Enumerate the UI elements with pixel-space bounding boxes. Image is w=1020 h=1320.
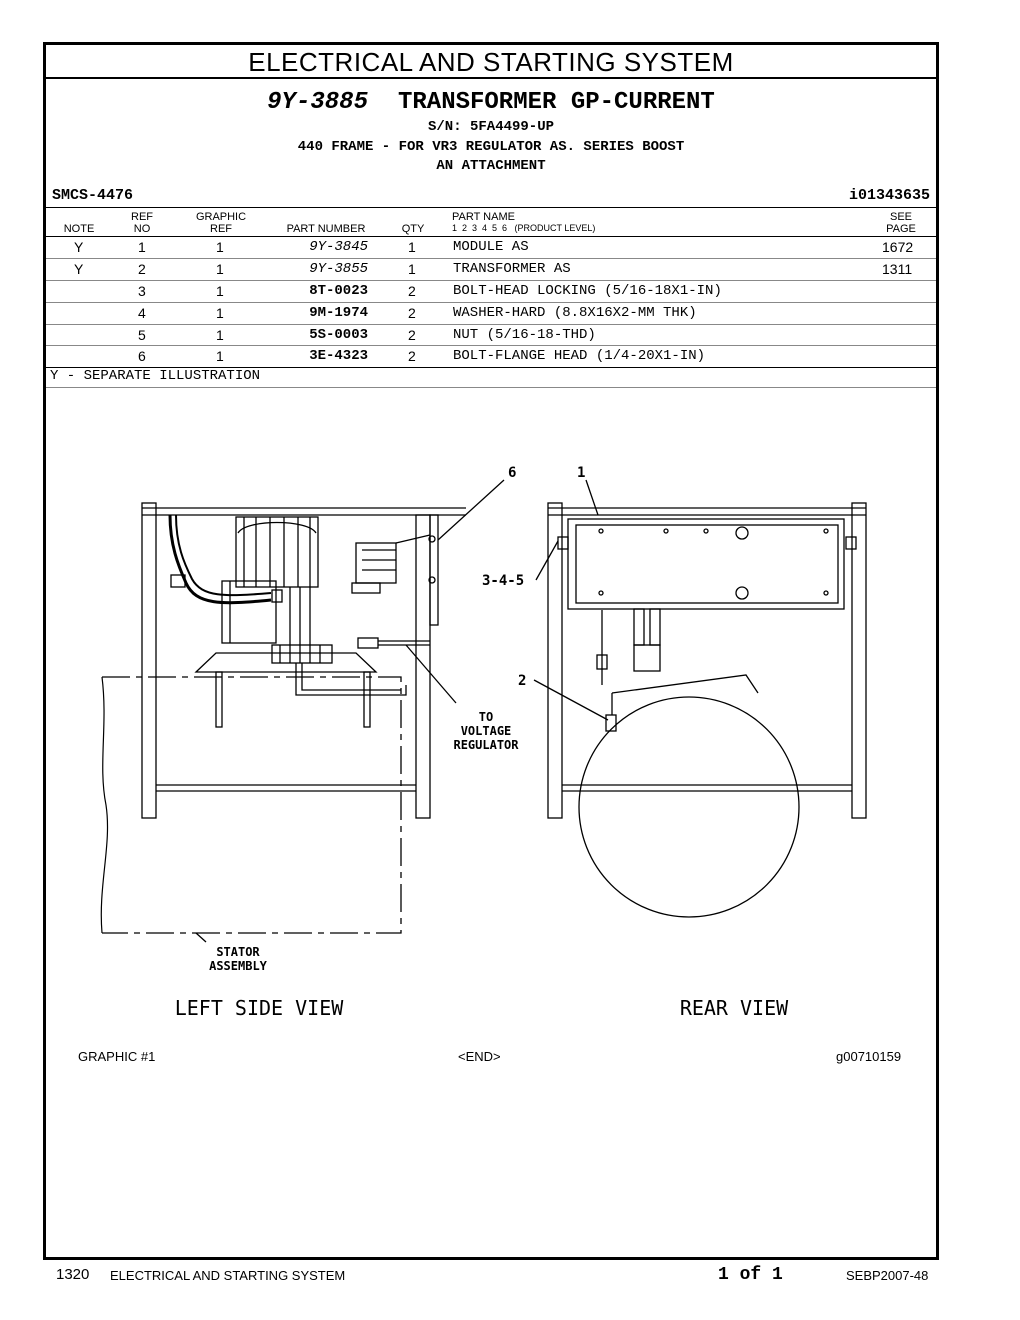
- module-plate: [567, 518, 845, 610]
- row-rule: [46, 258, 936, 259]
- terminal-block: [271, 644, 333, 664]
- callout-2: 2: [518, 673, 526, 689]
- row-part-number: 9Y-3855: [309, 261, 368, 277]
- row-qty: 2: [408, 327, 416, 343]
- right-frame-post: [415, 514, 431, 819]
- header-see-top: SEE: [889, 211, 912, 223]
- rear-view-label: REAR VIEW: [680, 996, 789, 1020]
- end-marker: <END>: [458, 1049, 501, 1064]
- row-qty: 2: [408, 305, 416, 321]
- table-row: Y 1 1 9Y-3845 1 MODULE AS 1672: [46, 237, 936, 258]
- to-label: TO: [479, 710, 493, 724]
- row-qty: 2: [408, 348, 416, 364]
- row-part-name: TRANSFORMER AS: [453, 261, 571, 277]
- header-bottom-rule: [46, 236, 936, 237]
- row-part-number: 3E-4323: [309, 348, 368, 364]
- row-graphic: 1: [216, 239, 224, 255]
- row-part-number: 9M-1974: [309, 305, 368, 321]
- row-ref: 3: [138, 283, 146, 299]
- row-part-number: 9Y-3845: [309, 239, 368, 255]
- row-graphic: 1: [216, 261, 224, 277]
- current-transformer: [578, 696, 800, 918]
- row-part-number: 5S-0003: [309, 327, 368, 343]
- table-row: 5 1 5S-0003 2 NUT (5/16-18-THD): [46, 325, 936, 346]
- row-graphic: 1: [216, 348, 224, 364]
- table-row: Y 2 1 9Y-3855 1 TRANSFORMER AS 1311: [46, 259, 936, 280]
- row-ref: 5: [138, 327, 146, 343]
- document-id: SEBP2007-48: [846, 1268, 929, 1283]
- callout-6: 6: [508, 465, 516, 481]
- row-rule: [46, 280, 936, 281]
- row-qty: 1: [408, 261, 416, 277]
- group-description-1: 440 FRAME - FOR VR3 REGULATOR AS. SERIES…: [297, 139, 685, 155]
- header-ref-bottom: NO: [133, 223, 151, 235]
- left-side-view-label: LEFT SIDE VIEW: [175, 996, 345, 1020]
- assembly-label: ASSEMBLY: [209, 959, 268, 973]
- header-product-level: 1 2 3 4 5 6 (PRODUCT LEVEL): [452, 223, 596, 233]
- section-title: ELECTRICAL AND STARTING SYSTEM: [46, 45, 936, 79]
- smcs-code: SMCS-4476: [52, 187, 134, 204]
- row-part-name: WASHER-HARD (8.8X16X2-MM THK): [453, 305, 697, 321]
- header-qty: QTY: [401, 223, 425, 235]
- header-part-name: PART NAME: [452, 211, 515, 223]
- row-see-page: 1311: [882, 261, 913, 277]
- header-top-rule: [46, 207, 936, 208]
- row-rule: [46, 367, 936, 368]
- row-ref: 2: [138, 261, 146, 277]
- table-row: 3 1 8T-0023 2 BOLT-HEAD LOCKING (5/16-18…: [46, 281, 936, 302]
- footer-section: ELECTRICAL AND STARTING SYSTEM: [110, 1268, 346, 1283]
- callout-3-4-5: 3-4-5: [482, 573, 524, 589]
- row-part-number: 8T-0023: [309, 283, 368, 299]
- row-part-name: BOLT-FLANGE HEAD (1/4-20X1-IN): [453, 348, 706, 364]
- row-ref: 4: [138, 305, 146, 321]
- info-id: i01343635: [848, 187, 930, 204]
- header-note: NOTE: [63, 223, 95, 235]
- group-title: 9Y-3885 TRANSFORMER GP-CURRENT: [46, 89, 936, 116]
- page-number: 1320: [56, 1266, 90, 1283]
- separate-illustration-note: Y - SEPARATE ILLUSTRATION: [50, 368, 261, 384]
- table-row: 6 1 3E-4323 2 BOLT-FLANGE HEAD (1/4-20X1…: [46, 346, 936, 367]
- header-part-number: PART NUMBER: [286, 223, 366, 235]
- group-description-2: AN ATTACHMENT: [436, 158, 546, 174]
- row-rule: [46, 302, 936, 303]
- serial-range: S/N: 5FA4499-UP: [427, 119, 555, 135]
- row-part-name: MODULE AS: [453, 239, 529, 255]
- row-graphic: 1: [216, 327, 224, 343]
- row-ref: 1: [138, 239, 146, 255]
- header-ref-top: REF: [131, 211, 153, 223]
- row-rule: [46, 324, 936, 325]
- graphic-number: GRAPHIC #1: [78, 1049, 156, 1064]
- row-qty: 1: [408, 239, 416, 255]
- row-note: Y: [74, 261, 84, 277]
- left-frame-post: [141, 502, 157, 819]
- row-ref: 6: [138, 348, 146, 364]
- row-rule: [46, 345, 936, 346]
- row-qty: 2: [408, 283, 416, 299]
- table-row: 4 1 9M-1974 2 WASHER-HARD (8.8X16X2-MM T…: [46, 303, 936, 324]
- parts-illustration: 6 1 3-4-5 2 TO VOLTAGE REGULATOR STATOR …: [100, 465, 867, 1020]
- row-graphic: 1: [216, 283, 224, 299]
- header-graphic-top: GRAPHIC: [195, 211, 247, 223]
- row-graphic: 1: [216, 305, 224, 321]
- group-part-number: 9Y-3885: [267, 89, 368, 116]
- voltage-label: VOLTAGE: [461, 724, 512, 738]
- row-part-name: NUT (5/16-18-THD): [453, 327, 596, 343]
- callout-1: 1: [577, 465, 585, 481]
- header-see-bottom: PAGE: [886, 223, 916, 235]
- graphic-id: g00710159: [836, 1049, 902, 1064]
- header-graphic-bottom: REF: [210, 223, 232, 235]
- regulator-label: REGULATOR: [453, 738, 519, 752]
- stator-label: STATOR: [216, 945, 260, 959]
- row-part-name: BOLT-HEAD LOCKING (5/16-18X1-IN): [453, 283, 722, 299]
- row-note: Y: [74, 239, 84, 255]
- row-see-page: 1672: [882, 239, 914, 255]
- footnote-rule: [46, 387, 936, 388]
- page-count: 1 of 1: [718, 1265, 783, 1285]
- group-name: TRANSFORMER GP-CURRENT: [397, 89, 715, 116]
